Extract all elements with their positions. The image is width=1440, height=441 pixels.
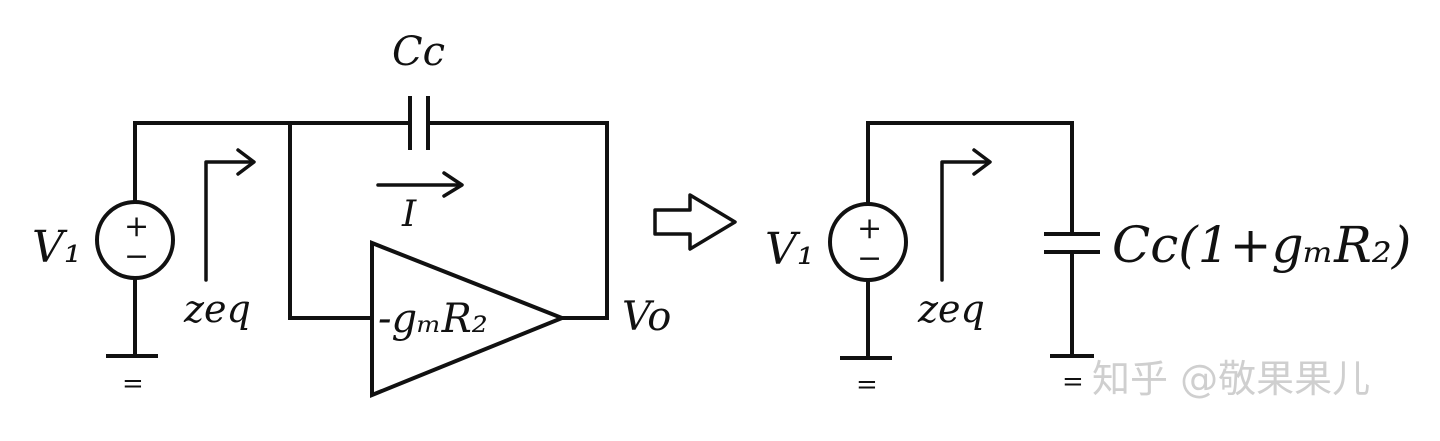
left-output-label: Vo — [622, 294, 671, 340]
left-circuit: Cc + − V₁ = zeq I -gₘR₂ Vo — [32, 29, 671, 399]
right-cap-ground-icon: = — [1062, 367, 1084, 397]
left-current-label: I — [401, 194, 417, 235]
left-amplifier-icon — [370, 240, 568, 398]
left-impedance-label: zeq — [183, 287, 251, 331]
watermark-text: 知乎 @敬果果儿 — [1092, 357, 1370, 401]
left-source-minus: − — [124, 239, 149, 274]
left-source-label: V₁ — [32, 222, 81, 273]
right-zeq-arrowhead-icon — [972, 148, 992, 176]
left-ground-icon: = — [122, 369, 144, 399]
right-source-label: V₁ — [765, 224, 814, 275]
left-cap-label: Cc — [392, 29, 445, 75]
left-amplifier-label: -gₘR₂ — [378, 296, 488, 342]
right-circuit: + − V₁ = zeq = Cc(1+gₘR₂) — [765, 121, 1411, 400]
right-ground-icon: = — [856, 370, 878, 400]
right-source-minus: − — [857, 241, 882, 276]
right-source-plus: + — [857, 211, 882, 246]
left-source-plus: + — [124, 209, 149, 244]
right-cap-label: Cc(1+gₘR₂) — [1112, 216, 1411, 274]
left-current-arrowhead-icon — [442, 171, 464, 198]
right-zeq-arrow-icon — [940, 160, 990, 282]
left-zeq-arrowhead-icon — [236, 148, 256, 176]
right-impedance-label: zeq — [917, 287, 985, 331]
transform-arrow-icon — [653, 193, 737, 251]
left-zeq-arrow-icon — [204, 160, 254, 282]
